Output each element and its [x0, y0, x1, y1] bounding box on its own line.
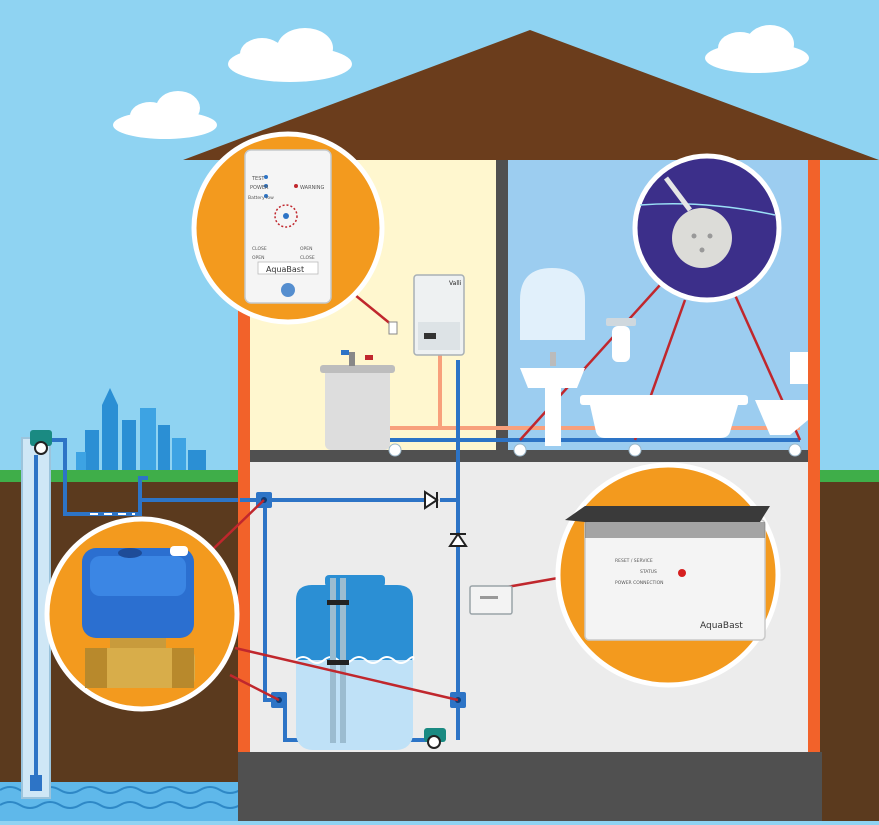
grass-right	[820, 470, 879, 482]
city-skyline	[76, 388, 206, 474]
callout-leak-sensor	[632, 153, 782, 303]
panel-label-test: TEST	[251, 176, 265, 182]
storage-tank	[295, 575, 415, 750]
sink-cabinet	[320, 350, 395, 450]
callout-control-panel	[191, 131, 385, 325]
controller-line-2: STATUS	[640, 569, 657, 575]
towel-hook	[606, 318, 636, 362]
check-valve-horizontal-icon	[424, 490, 439, 510]
controller-line-1: RESET / SERVICE	[615, 558, 653, 564]
toilet	[755, 352, 808, 435]
well-pump-icon	[30, 430, 52, 455]
panel-label-open-right: OPEN	[300, 246, 312, 252]
bathtub	[580, 395, 748, 438]
controller-line-3: POWER CONNECTION	[615, 580, 664, 586]
floor-slab	[250, 450, 808, 462]
panel-brand: AquaBast	[266, 265, 304, 274]
boiler: Valli	[413, 274, 465, 356]
panel-label-open-left: OPEN	[252, 255, 264, 261]
panel-label-power: POWER	[250, 185, 269, 191]
callout-motor-valve	[44, 516, 240, 712]
svg-text:Valli: Valli	[449, 280, 462, 287]
panel-label-battery: Battery low	[248, 195, 274, 201]
panel-label-close-left: CLOSE	[252, 246, 267, 252]
clouds	[113, 25, 809, 139]
callout-controller	[555, 462, 781, 688]
grass-left	[0, 470, 240, 482]
basement-pump-icon	[424, 728, 446, 749]
controller-brand: AquaBast	[700, 621, 743, 631]
roof	[183, 30, 879, 160]
panel-label-close-right: CLOSE	[300, 255, 315, 261]
panel-label-warning: WARNING	[300, 185, 325, 191]
check-valve-vertical-icon	[448, 532, 468, 547]
soil-right	[820, 482, 879, 821]
floor-sensors	[388, 443, 802, 457]
basement-controller-icon	[469, 585, 513, 615]
wall-panel-icon	[388, 321, 398, 335]
wall-middle	[496, 160, 508, 450]
mirror	[520, 268, 585, 340]
inlet-pipe	[52, 438, 240, 516]
bathroom-sink	[520, 352, 585, 446]
wall-right	[808, 160, 820, 752]
foundation	[238, 752, 822, 821]
